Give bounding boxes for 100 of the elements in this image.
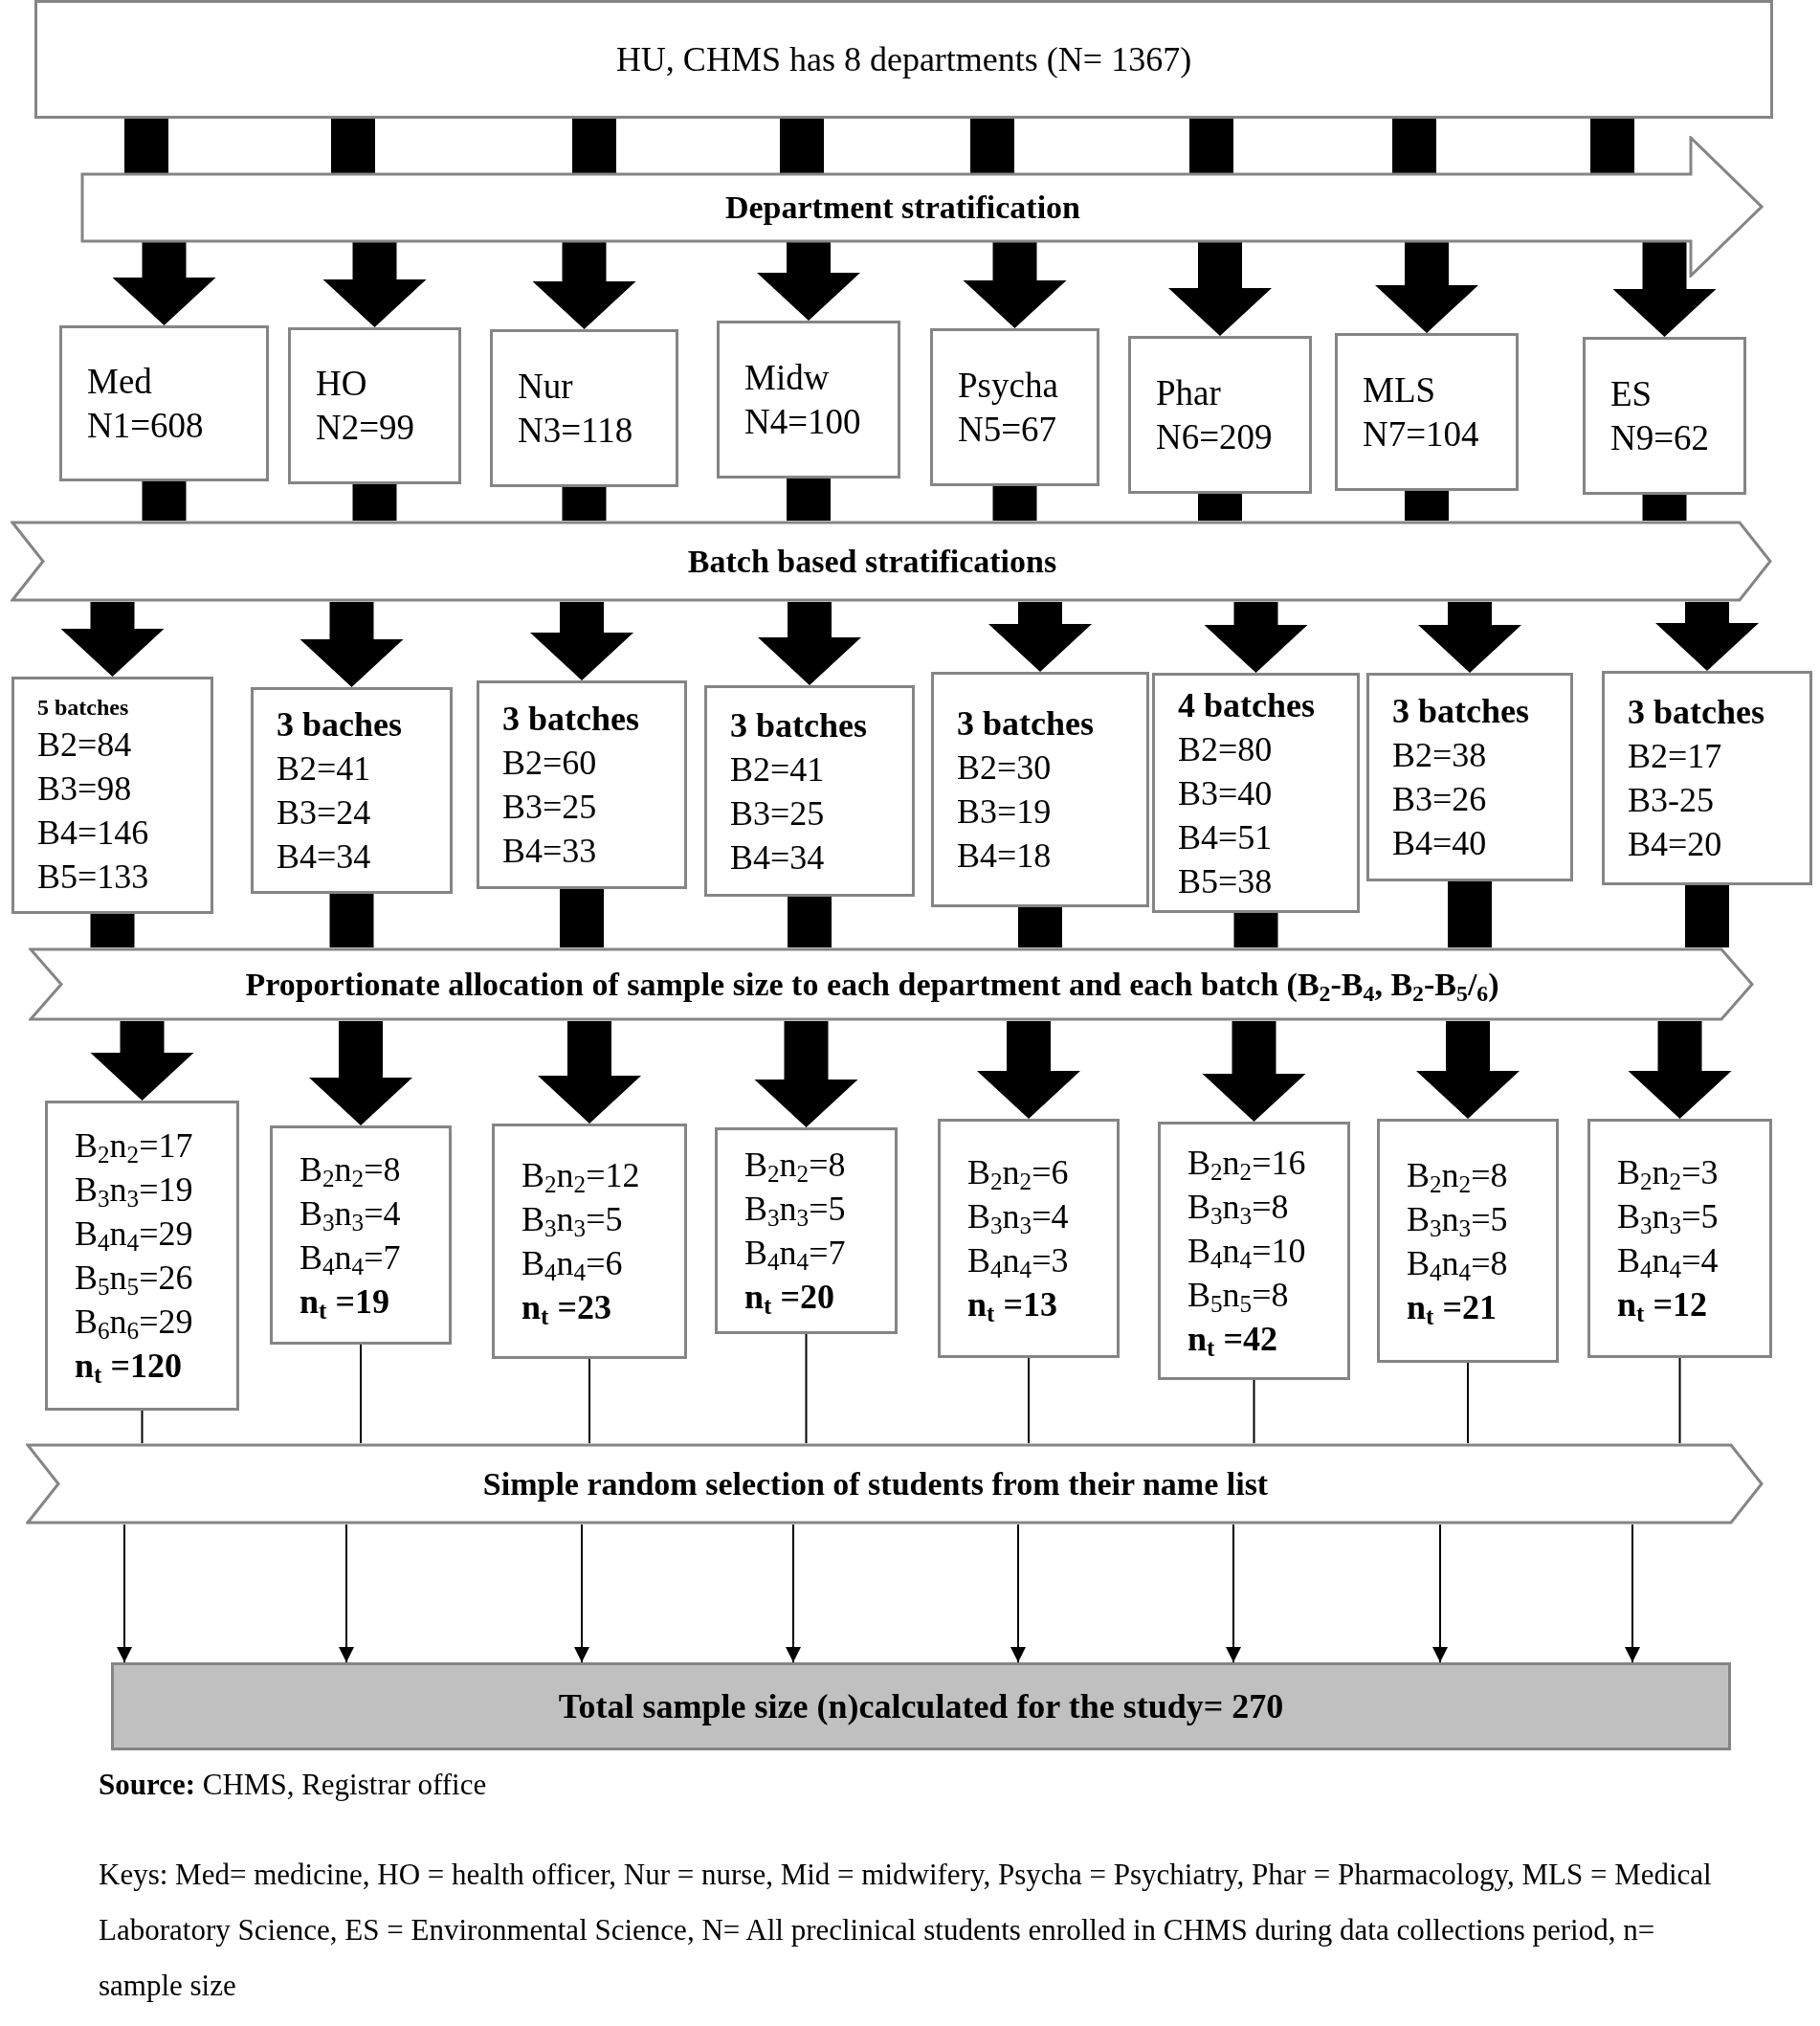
batch-size: B2=80 — [1178, 728, 1274, 770]
batch-sample-size: B$_{4}$n$_{4}$=29 — [75, 1213, 194, 1256]
connector-bar — [1642, 495, 1687, 521]
connector-bar — [788, 897, 832, 947]
block-arrow — [1655, 602, 1759, 671]
batch-size: B4=34 — [730, 836, 826, 879]
sample-allocation-box — [45, 1101, 239, 1411]
total-sample-size: n$_{t}$ =20 — [744, 1277, 835, 1319]
batch-sample-size: B$_{4}$n$_{4}$=7 — [744, 1233, 847, 1275]
connector-bar — [331, 119, 375, 174]
department-box — [1335, 333, 1519, 491]
connector-bar — [352, 484, 397, 521]
batch-size: B3=26 — [1392, 779, 1488, 820]
batch-sample-size: B$_{2}$n$_{2}$=3 — [1617, 1152, 1720, 1194]
batch-sample-size: B$_{2}$n$_{2}$=12 — [522, 1155, 641, 1197]
connector-bar — [329, 894, 374, 947]
batch-sample-size: B$_{3}$n$_{3}$=4 — [300, 1192, 402, 1236]
batch-size: B3-25 — [1628, 780, 1715, 821]
arrow — [574, 1524, 589, 1663]
student-count: N1=608 — [87, 404, 205, 447]
block-arrow — [532, 241, 636, 329]
block-arrow — [1418, 602, 1521, 673]
connector-bar — [1448, 881, 1492, 947]
block-arrow — [963, 241, 1067, 328]
band-label: Simple random selection of students from their name list — [482, 1465, 1269, 1503]
block-arrow — [758, 602, 861, 685]
department-box — [930, 328, 1099, 486]
block-arrow — [1375, 241, 1478, 333]
batch-box — [1366, 673, 1573, 881]
batch-size: B2=84 — [37, 724, 133, 766]
connector-line — [588, 1358, 590, 1444]
batch-size: B2=41 — [730, 748, 826, 790]
arrow — [1010, 1524, 1026, 1663]
batch-sample-size: B$_{2}$n$_{2}$=8 — [1407, 1154, 1509, 1197]
connector-bar — [970, 119, 1014, 174]
connector-bar — [1198, 494, 1242, 521]
batch-count: 3 batches — [1392, 691, 1530, 732]
total-sample-size: n$_{t}$ =21 — [1407, 1286, 1498, 1329]
connector-bar — [1233, 913, 1278, 947]
batch-sample-size: B$_{4}$n$_{4}$=4 — [1617, 1240, 1720, 1282]
batch-box — [1152, 673, 1360, 913]
department-name: Psycha — [958, 364, 1059, 407]
block-arrow — [1202, 1021, 1306, 1122]
total-sample-size: n$_{t}$ =42 — [1187, 1319, 1278, 1361]
block-arrow — [530, 602, 633, 680]
batch-size: B2=60 — [502, 743, 598, 784]
sample-allocation-box — [1587, 1119, 1772, 1358]
total-sample-bar — [111, 1662, 1731, 1750]
connector-line — [360, 1344, 362, 1444]
batch-count: 3 batches — [502, 699, 640, 740]
batch-sample-size: B$_{3}$n$_{3}$=5 — [522, 1199, 624, 1241]
arrow — [339, 1524, 354, 1663]
batch-size: B4=146 — [37, 813, 150, 854]
department-name: Nur — [518, 365, 574, 408]
batch-box — [251, 687, 453, 894]
department-name: HO — [316, 363, 368, 405]
batch-size: B4=33 — [502, 831, 598, 872]
batch-sample-size: B$_{4}$n$_{4}$=10 — [1187, 1231, 1307, 1273]
batch-count: 3 batches — [730, 704, 868, 746]
batch-box — [704, 685, 915, 897]
band-label: Proportionate allocation of sample size to each department and each batch (B$_{2}$-B$_{4}$, B$_{2}$-B$_{5}$/$_{6}$) — [245, 966, 1499, 1003]
batch-size: B4=18 — [957, 835, 1053, 877]
block-arrow — [538, 1021, 641, 1124]
batch-sample-size: B$_{2}$n$_{2}$=8 — [744, 1145, 847, 1187]
batch-sample-size: B$_{3}$n$_{3}$=4 — [967, 1196, 1070, 1238]
batch-size: B2=30 — [957, 747, 1053, 789]
batch-sample-size: B$_{3}$n$_{3}$=19 — [75, 1169, 194, 1212]
connector-bar — [124, 119, 168, 174]
department-name: Midw — [744, 356, 831, 399]
connector-line — [1028, 1357, 1030, 1444]
total-text: Total sample size (n)calculated for the study= 270 — [557, 1686, 1285, 1727]
band-label: Batch based stratifications — [687, 543, 1057, 580]
total-sample-size: n$_{t}$ =13 — [967, 1284, 1058, 1326]
block-arrow — [60, 602, 165, 677]
arrow — [1625, 1524, 1640, 1663]
batch-sample-size: B$_{5}$n$_{5}$=26 — [75, 1258, 194, 1300]
batch-count: 4 batches — [1178, 684, 1316, 726]
batch-sample-size: B$_{4}$n$_{4}$=3 — [967, 1240, 1070, 1282]
department-box — [1583, 337, 1746, 495]
block-arrow — [988, 602, 1092, 672]
batch-sample-size: B$_{3}$n$_{3}$=5 — [1617, 1196, 1720, 1238]
department-box — [59, 325, 269, 481]
batch-sample-size: B$_{3}$n$_{3}$=5 — [1407, 1198, 1509, 1241]
batch-size: B4=51 — [1178, 816, 1274, 858]
batch-sample-size: B$_{2}$n$_{2}$=6 — [967, 1152, 1070, 1194]
batch-size: B3=25 — [502, 787, 598, 828]
batch-size: B5=38 — [1178, 860, 1274, 902]
batch-size: B3=98 — [37, 768, 133, 810]
connector-bar — [1590, 119, 1634, 174]
connector-line — [1253, 1379, 1255, 1444]
department-box — [288, 327, 461, 484]
batch-sample-size: B$_{2}$n$_{2}$=8 — [300, 1148, 402, 1191]
student-count: N5=67 — [958, 408, 1058, 451]
block-arrow — [757, 241, 860, 321]
block-arrow — [1612, 241, 1717, 337]
block-arrow — [977, 1021, 1080, 1119]
total-sample-size: n$_{t}$ =12 — [1617, 1284, 1708, 1326]
batch-count: 5 batches — [37, 694, 130, 722]
batch-size: B4=34 — [277, 836, 372, 878]
batch-sample-size: B$_{6}$n$_{6}$=29 — [75, 1302, 194, 1344]
